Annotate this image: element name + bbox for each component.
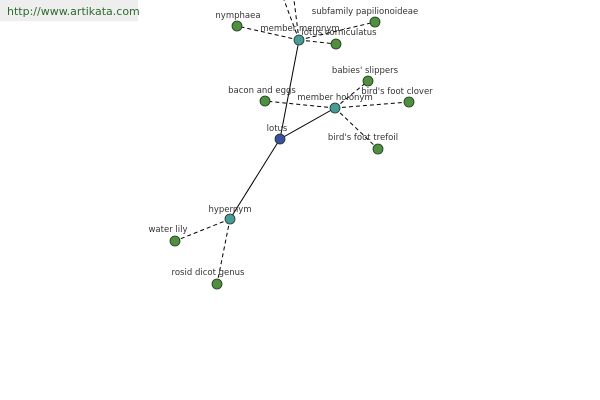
edges bbox=[174, 0, 410, 285]
watermark: http://www.artikata.com bbox=[0, 0, 140, 21]
leaf-label-subfamily-papilionoideae: subfamily papilionoideae bbox=[312, 7, 418, 17]
node-leaf-bird-s-foot-clover bbox=[403, 96, 415, 108]
edge-subfamily-papilionoideae bbox=[298, 21, 376, 41]
edge-nymphaea bbox=[236, 25, 300, 41]
edge-lotus-corniculatus bbox=[298, 39, 337, 45]
edge-bird-s-foot-trefoil bbox=[334, 107, 379, 150]
node-leaf-water-lily bbox=[169, 235, 181, 247]
watermark-url: http://www.artikata.com bbox=[7, 5, 140, 18]
node-leaf-rosid-dicot-genus bbox=[211, 278, 223, 290]
node-center bbox=[274, 133, 286, 145]
node-leaf-bacon-and-eggs bbox=[259, 95, 271, 107]
relation-label-member-holonym: member holonym bbox=[297, 93, 372, 103]
node-relation-member-meronym bbox=[293, 34, 305, 46]
leaf-label-lotus-corniculatus: lotus corniculatus bbox=[301, 28, 377, 38]
edge-water-lily bbox=[174, 218, 231, 242]
leaf-label-water-lily: water lily bbox=[148, 225, 187, 235]
leaf-label-bird-s-foot-trefoil: bird's foot trefoil bbox=[328, 133, 398, 143]
edge-center-member-holonym bbox=[279, 107, 336, 140]
node-center-label: lotus bbox=[267, 124, 288, 134]
leaf-label-bird-s-foot-clover: bird's foot clover bbox=[361, 87, 433, 97]
edge-babies-slippers bbox=[334, 80, 369, 109]
node-leaf-nymphaea bbox=[231, 20, 243, 32]
edge-bird-s-foot-clover bbox=[334, 101, 410, 109]
edge-center-hypernym bbox=[229, 138, 281, 220]
nodes bbox=[169, 16, 415, 290]
relation-label-hypernym: hypernym bbox=[208, 205, 251, 215]
edge-center-member-meronym bbox=[279, 39, 300, 140]
leaf-label-nymphaea: nymphaea bbox=[215, 11, 260, 21]
node-leaf-lotus-corniculatus bbox=[330, 38, 342, 50]
node-leaf-subfamily-papilionoideae bbox=[369, 16, 381, 28]
leaf-label-bacon-and-eggs: bacon and eggs bbox=[228, 86, 296, 96]
node-leaf-babies-slippers bbox=[362, 75, 374, 87]
leaf-label-rosid-dicot-genus: rosid dicot genus bbox=[172, 268, 245, 278]
edge-bacon-and-eggs bbox=[264, 100, 336, 109]
relation-label-member-meronym: member meronym bbox=[260, 24, 339, 34]
node-relation-member-holonym bbox=[329, 102, 341, 114]
leaf-label-babies-slippers: babies' slippers bbox=[332, 66, 399, 76]
edge-offscreen-1 bbox=[293, 0, 300, 41]
node-relation-hypernym bbox=[224, 213, 236, 225]
edge-offscreen-0 bbox=[283, 0, 300, 41]
node-leaf-bird-s-foot-trefoil bbox=[372, 143, 384, 155]
